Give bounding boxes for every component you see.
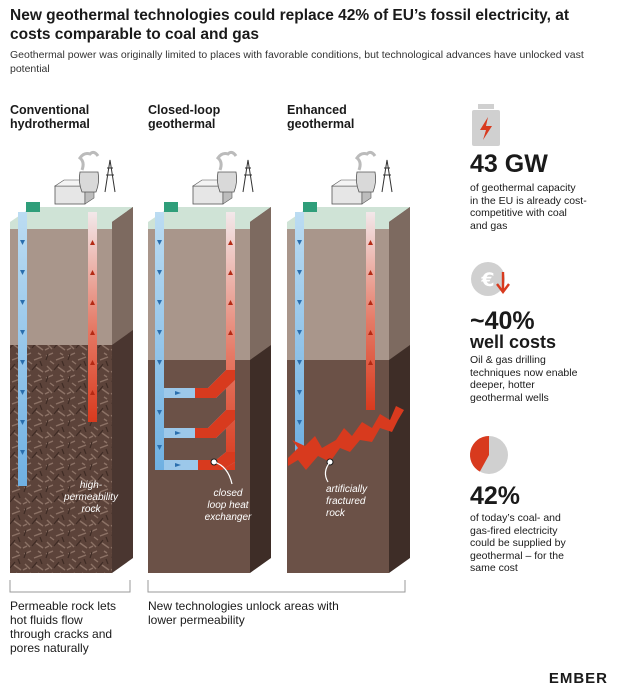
hot-return-pipe xyxy=(226,212,235,470)
artificial-fracture xyxy=(288,406,404,470)
hot-production-pipe xyxy=(366,212,375,410)
page-subtitle: Geothermal power was originally limited … xyxy=(10,49,584,75)
closed-loop-heat-exchanger xyxy=(164,370,235,470)
cold-injection-pipe xyxy=(18,212,27,486)
column-enhanced xyxy=(287,207,410,573)
annotation-closed-loop-heat-exchanger: closed loop heat exchanger xyxy=(204,488,252,523)
grouping-brackets xyxy=(9,580,406,593)
column-label-enhanced: Enhanced geothermal xyxy=(287,103,355,131)
stat-desc-electricity-share: of today’s coal- and gas-fired electrici… xyxy=(470,512,566,574)
stat-value-capacity: 43 GW xyxy=(470,150,548,178)
battery-lightning-icon xyxy=(472,104,500,146)
hot-production-pipe xyxy=(88,212,97,422)
bottom-text-conventional: Permeable rock lets hot fluids flow thro… xyxy=(10,599,117,655)
cold-injection-pipe xyxy=(155,212,164,470)
euro-down-icon: € xyxy=(471,262,510,296)
stat-value-electricity-share: 42% xyxy=(470,482,521,510)
power-plant-icons xyxy=(26,150,393,212)
column-closed-loop xyxy=(148,207,271,573)
page-title: New geothermal technologies could replac… xyxy=(10,7,570,43)
surface-top xyxy=(10,207,133,222)
bottom-text-new-technologies: New technologies unlock areas with lower… xyxy=(148,599,339,627)
stat-value-well-costs: ~40% xyxy=(470,307,535,335)
column-label-conventional: Conventional hydrothermal xyxy=(10,103,90,131)
pie-42-icon xyxy=(470,436,508,474)
ember-logo: EMBER xyxy=(548,670,608,687)
svg-text:€: € xyxy=(480,269,494,291)
annotation-high-permeability-rock: high- permeability rock xyxy=(64,480,118,515)
hot-flow-arrows xyxy=(90,240,95,395)
stat-desc-capacity: of geothermal capacity in the EU is alre… xyxy=(470,182,587,232)
column-label-closed-loop: Closed-loop geothermal xyxy=(148,103,221,131)
stat-desc-well-costs: Oil & gas drilling techniques now enable… xyxy=(470,354,578,404)
cold-flow-arrows xyxy=(20,240,25,455)
surface-strip xyxy=(10,222,112,229)
annotation-artificially-fractured-rock: artificially fractured rock xyxy=(326,484,368,519)
column-conventional xyxy=(10,207,133,573)
stat-label-well-costs: well costs xyxy=(470,332,557,352)
